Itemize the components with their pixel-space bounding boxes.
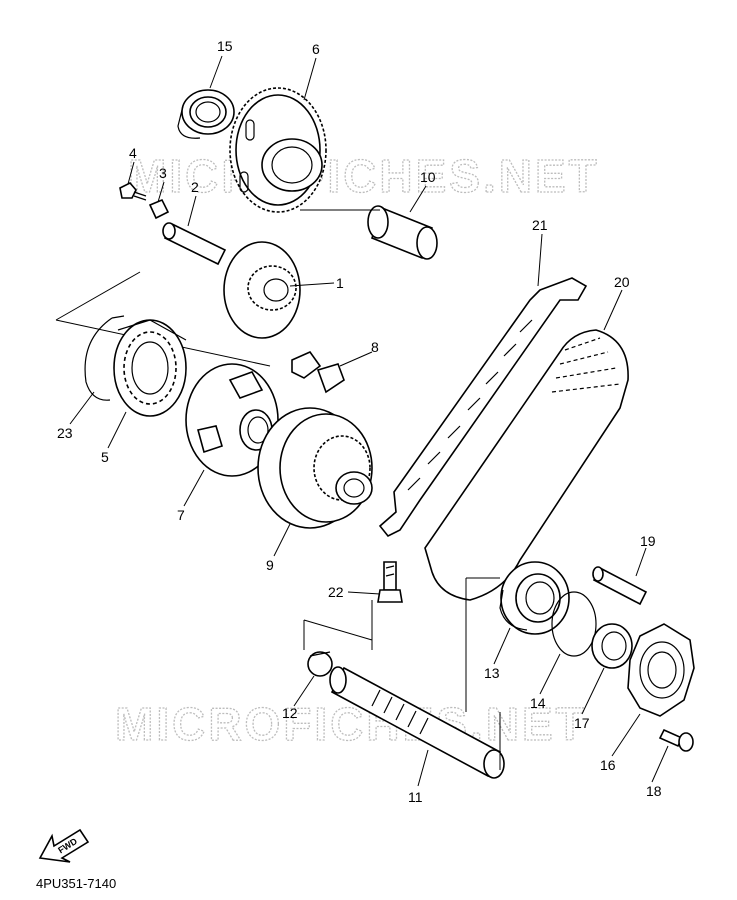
bearing-housing-16 (627, 623, 695, 717)
callout-18: 18 (646, 783, 662, 799)
callout-11: 11 (408, 789, 423, 805)
chain-guide-21 (378, 277, 588, 538)
chain-20 (424, 329, 629, 601)
one-way-clutch-5 (113, 319, 187, 417)
gear-1 (223, 241, 301, 339)
shaft-2 (162, 222, 227, 266)
washer-3 (148, 198, 170, 220)
callout-21: 21 (532, 217, 548, 233)
callout-20: 20 (614, 274, 630, 290)
o-ring-14 (551, 591, 597, 657)
starter-clutch-gear-9 (257, 407, 373, 529)
callout-23: 23 (57, 425, 73, 441)
callout-6: 6 (312, 41, 320, 57)
bushing-10 (367, 205, 438, 260)
bolt-22 (377, 561, 403, 603)
callout-10: 10 (420, 169, 436, 185)
callout-13: 13 (484, 665, 500, 681)
leader-lines (69, 55, 669, 787)
part-code: 4PU351-7140 (36, 876, 117, 891)
group-bracket-upper (55, 209, 380, 367)
callout-22: 22 (328, 584, 344, 600)
callout-17: 17 (574, 715, 590, 731)
screw-18 (658, 728, 694, 752)
bearing-15 (177, 89, 235, 139)
callout-4: 4 (129, 145, 137, 161)
callout-8: 8 (371, 339, 379, 355)
callout-12: 12 (282, 705, 298, 721)
damper-8 (291, 351, 345, 394)
fwd-arrow-icon: FWD (38, 828, 90, 863)
watermark-top: MICROFICHES.NET (128, 150, 600, 202)
gear-6 (229, 87, 327, 213)
starter-shaft-11 (329, 666, 505, 779)
plug-12 (307, 651, 333, 677)
circlip-23 (84, 315, 125, 401)
callout-15: 15 (217, 38, 233, 54)
watermark-bottom: MICROFICHES.NET (115, 698, 587, 750)
group-bracket-lower (303, 577, 501, 770)
callout-1: 1 (336, 275, 344, 291)
callout-14: 14 (530, 695, 546, 711)
dowel-pin-19 (592, 566, 648, 606)
callout-19: 19 (640, 533, 656, 549)
callout-2: 2 (191, 179, 199, 195)
callout-9: 9 (266, 557, 274, 573)
callout-16: 16 (600, 757, 616, 773)
oil-seal-17 (591, 623, 633, 669)
callout-5: 5 (101, 449, 109, 465)
bearing-13 (499, 561, 570, 635)
callout-7: 7 (177, 507, 185, 523)
callout-3: 3 (159, 165, 167, 181)
